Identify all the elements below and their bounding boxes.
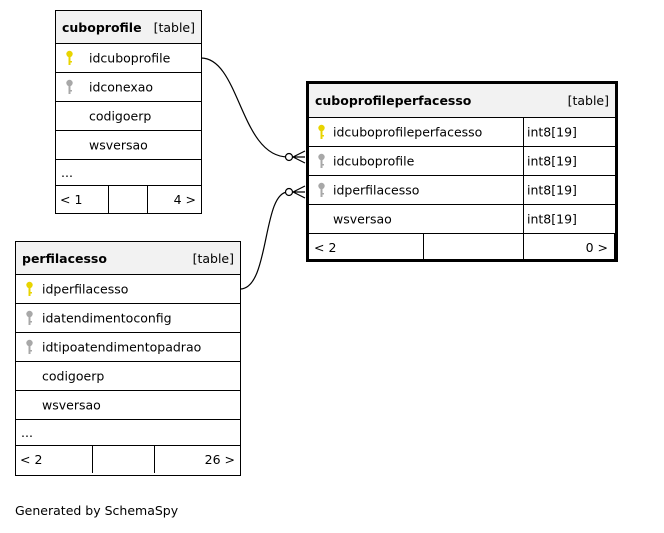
parents-count[interactable]: < 2 bbox=[314, 239, 337, 255]
column-type: int8[19] bbox=[527, 211, 577, 227]
column-name: idconexao bbox=[89, 79, 154, 95]
footer-divider bbox=[147, 186, 148, 213]
column-row[interactable]: idcuboprofile bbox=[56, 44, 201, 73]
primary-key-icon bbox=[26, 281, 33, 296]
column-name: idperfilacesso bbox=[333, 182, 420, 198]
parents-count[interactable]: < 1 bbox=[60, 192, 83, 207]
column-row[interactable]: idperfilacesso int8[19] bbox=[309, 176, 617, 205]
column-name: idcuboprofile bbox=[333, 153, 415, 169]
footer-divider bbox=[92, 446, 93, 473]
table-header: cuboprofile [table] bbox=[56, 11, 201, 44]
children-count[interactable]: 0 > bbox=[585, 239, 608, 255]
column-type: int8[19] bbox=[527, 124, 577, 140]
generated-by-caption: Generated by SchemaSpy bbox=[15, 503, 179, 518]
foreign-key-icon bbox=[66, 79, 73, 94]
more-columns-ellipsis: ... bbox=[56, 160, 201, 186]
table-footer: < 2 26 > bbox=[16, 446, 240, 473]
footer-divider bbox=[108, 186, 109, 213]
table-type: [table] bbox=[567, 93, 609, 108]
foreign-key-icon bbox=[318, 153, 325, 168]
foreign-key-icon bbox=[26, 310, 33, 325]
crow-foot-idcuboprofile bbox=[284, 150, 306, 164]
column-row[interactable]: codigoerp bbox=[56, 102, 201, 131]
table-name: perfilacesso bbox=[22, 250, 107, 266]
foreign-key-icon bbox=[26, 339, 33, 354]
table-type: [table] bbox=[192, 250, 234, 266]
column-rows: idcuboprofileperfacesso int8[19] idcubop… bbox=[309, 118, 618, 260]
column-name: codigoerp bbox=[42, 368, 105, 384]
column-name: idatendimentoconfig bbox=[42, 310, 172, 326]
column-row[interactable]: idcuboprofileperfacesso int8[19] bbox=[309, 118, 617, 147]
ellipsis-text: ... bbox=[21, 425, 33, 440]
column-row[interactable]: wsversao bbox=[56, 131, 201, 160]
column-row[interactable]: idconexao bbox=[56, 73, 201, 102]
more-columns-ellipsis: ... bbox=[16, 420, 240, 446]
column-row[interactable]: wsversao int8[19] bbox=[309, 205, 617, 234]
table-name: cuboprofileperfacesso bbox=[315, 93, 472, 108]
column-type: int8[19] bbox=[527, 182, 577, 198]
column-row[interactable]: idatendimentoconfig bbox=[16, 304, 240, 333]
column-name: idcuboprofileperfacesso bbox=[333, 124, 483, 140]
foreign-key-icon bbox=[318, 182, 325, 197]
primary-key-icon bbox=[318, 124, 325, 139]
column-row[interactable]: codigoerp bbox=[16, 362, 240, 391]
edge-perfilacesso-to-cuboprofileperfacesso bbox=[239, 191, 289, 290]
table-footer: < 2 0 > bbox=[309, 234, 615, 260]
column-name: idtipoatendimentopadrao bbox=[42, 339, 202, 355]
footer-divider bbox=[154, 446, 155, 473]
column-row[interactable]: idperfilacesso bbox=[16, 275, 240, 304]
edge-cuboprofile-to-cuboprofileperfacesso bbox=[200, 57, 289, 158]
children-count[interactable]: 4 > bbox=[173, 192, 196, 207]
column-name: codigoerp bbox=[89, 108, 152, 124]
table-name: cuboprofile bbox=[62, 19, 142, 35]
column-row[interactable]: idtipoatendimentopadrao bbox=[16, 333, 240, 362]
table-cuboprofile[interactable]: cuboprofile [table] idcuboprofile idcone… bbox=[55, 10, 202, 214]
column-name: idperfilacesso bbox=[42, 281, 129, 297]
footer-divider bbox=[523, 234, 524, 260]
column-row[interactable]: idcuboprofile int8[19] bbox=[309, 147, 617, 176]
table-header: perfilacesso [table] bbox=[16, 242, 240, 275]
primary-key-icon bbox=[66, 50, 73, 65]
table-type: [table] bbox=[153, 19, 195, 35]
table-cuboprofileperfacesso[interactable]: cuboprofileperfacesso [table] idcuboprof… bbox=[306, 81, 618, 262]
table-perfilacesso[interactable]: perfilacesso [table] idperfilacesso idat… bbox=[15, 241, 241, 476]
column-row[interactable]: wsversao bbox=[16, 391, 240, 420]
ellipsis-text: ... bbox=[61, 165, 73, 180]
footer-divider bbox=[423, 234, 424, 260]
column-name: wsversao bbox=[333, 211, 392, 227]
crow-foot-idperfilacesso bbox=[284, 185, 306, 199]
parents-count[interactable]: < 2 bbox=[20, 452, 43, 467]
children-count[interactable]: 26 > bbox=[204, 452, 235, 467]
column-type: int8[19] bbox=[527, 153, 577, 169]
column-name: wsversao bbox=[89, 137, 148, 153]
column-name: wsversao bbox=[42, 397, 101, 413]
table-header: cuboprofileperfacesso [table] bbox=[309, 84, 615, 118]
table-footer: < 1 4 > bbox=[56, 186, 201, 213]
column-name: idcuboprofile bbox=[89, 50, 171, 66]
